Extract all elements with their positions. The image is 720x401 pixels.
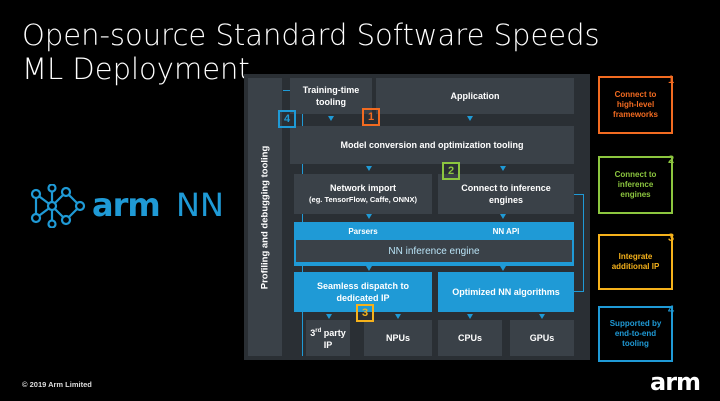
arrow-down [366,214,372,219]
page-title: Open-source Standard Software Speeds ML … [22,18,600,86]
arrow-down [500,166,506,171]
seamless-dispatch-box: Seamless dispatch to dedicated IP [294,272,432,312]
parsers-box: Parsers [296,224,430,238]
diagram-frame [244,74,590,360]
arm-nn-logo: arm NN [30,184,235,228]
profiling-tooling-label: Profiling and debugging tooling [259,145,271,289]
connect-inference-box: Connect to inference engines [438,174,574,214]
arrow-down [326,314,332,319]
arrow-down [500,214,506,219]
connector [283,90,291,91]
nn-api-box: NN API [440,224,572,238]
network-import-label: Network import [329,183,396,193]
badge-1: 1 [362,108,380,126]
legend-item-4-number: 4 [668,304,675,316]
neural-network-icon [30,184,86,228]
cpus-box: CPUs [438,320,502,356]
legend-item-1-number: 1 [668,74,675,86]
arrow-down [467,314,473,319]
legend-item-2-number: 2 [668,154,675,166]
arrow-down [366,266,372,271]
optimized-nn-algorithms-box: Optimized NN algorithms [438,272,574,312]
network-import-sublabel: (eg. TensorFlow, Caffe, ONNX) [309,195,417,204]
network-import-box: Network import (eg. TensorFlow, Caffe, O… [294,174,432,214]
npus-box: NPUs [364,320,432,356]
legend-item-3-label: Integrate additional IP [611,252,660,271]
badge-2: 2 [442,162,460,180]
legend-item-1-label: Connect to high-level frameworks [613,90,658,119]
connector [574,291,584,292]
model-conversion-box: Model conversion and optimization toolin… [290,126,574,164]
arrow-down [539,314,545,319]
arrow-down [395,314,401,319]
arrow-down [366,166,372,171]
gpus-box: GPUs [510,320,574,356]
application-box: Application [376,78,574,114]
nn-logo-text: NN [176,186,224,224]
copyright-text: © 2019 Arm Limited [22,380,92,389]
nn-inference-engine-label: NN inference engine [296,240,572,262]
third-party-ip-box: 3rd party IP [306,320,350,356]
connector [583,194,584,292]
third-party-ip-label: 3rd party IP [310,328,346,350]
connector [574,194,584,195]
badge-3: 3 [356,304,374,322]
arrow-down [500,266,506,271]
arrow-down [328,116,334,121]
badge-4: 4 [278,110,296,128]
training-tooling-box: Training-time tooling [290,78,372,114]
arm-footer-logo: arm [650,368,701,396]
legend-item-2: Connect to inference engines [598,156,673,214]
profiling-tooling-bar: Profiling and debugging tooling [248,78,282,356]
legend-item-3-number: 3 [668,232,675,244]
arm-logo-text: arm [92,186,161,224]
arrow-down [467,116,473,121]
legend-item-4: Supported by end-to-end tooling [598,306,673,362]
legend-item-2-label: Connect to inference engines [614,170,657,199]
legend-item-1: Connect to high-level frameworks [598,76,673,134]
legend-item-3: Integrate additional IP [598,234,673,290]
legend-item-4-label: Supported by end-to-end tooling [609,319,662,348]
